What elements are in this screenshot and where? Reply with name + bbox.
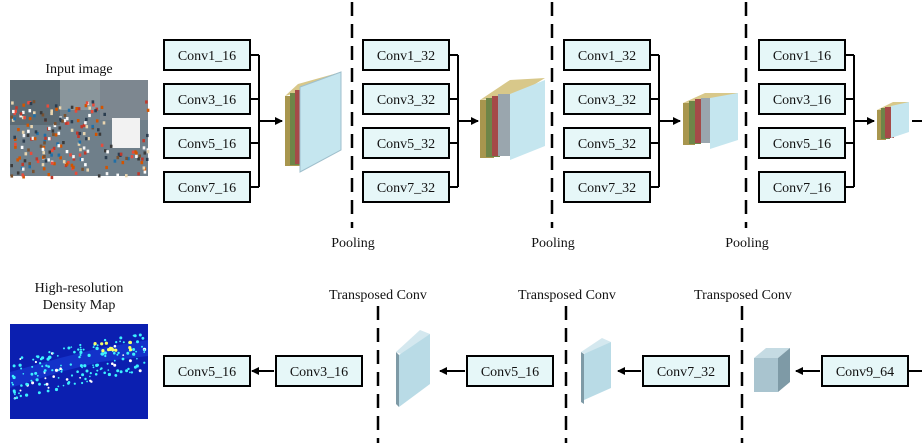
encoder-stage-1: Conv1_16 Conv3_16 Conv5_16 Conv7_16 bbox=[163, 39, 342, 203]
conv-box-stage1-3: Conv5_16 bbox=[163, 127, 251, 159]
conv-box-stage1-2: Conv3_16 bbox=[163, 83, 251, 115]
density-map-image bbox=[10, 324, 148, 419]
conv-box-stage3-3: Conv5_32 bbox=[563, 127, 651, 159]
transposed-label-1: Transposed Conv bbox=[329, 288, 427, 303]
conv-box-stage3-2: Conv3_32 bbox=[563, 83, 651, 115]
encoder-stage-2: Conv1_32 Conv3_32 Conv5_32 Conv7_32 bbox=[362, 39, 545, 203]
conv-box-stage2-4: Conv7_32 bbox=[362, 171, 450, 203]
conv-label: Conv5_16 bbox=[773, 137, 831, 152]
merge-connector bbox=[650, 54, 660, 188]
conv-box-conv3-16: Conv3_16 bbox=[275, 355, 363, 387]
conv-label: Conv1_16 bbox=[178, 49, 236, 64]
merge-connector bbox=[250, 54, 260, 188]
feature-map-stack-1 bbox=[285, 71, 342, 173]
conv-box-stage4-3: Conv5_16 bbox=[758, 127, 846, 159]
conv-label: Conv7_32 bbox=[578, 181, 636, 196]
conv-box-stage2-2: Conv3_32 bbox=[362, 83, 450, 115]
conv-box-conv7-32: Conv7_32 bbox=[642, 355, 730, 387]
density-map-label-line2: Density Map bbox=[43, 298, 116, 313]
conv-box-stage4-4: Conv7_16 bbox=[758, 171, 846, 203]
conv-label: Conv3_16 bbox=[178, 93, 236, 108]
conv-label: Conv1_32 bbox=[377, 49, 435, 64]
transposed-label-2: Transposed Conv bbox=[518, 288, 616, 303]
conv-label: Conv7_32 bbox=[657, 365, 715, 380]
conv-label: Conv5_16 bbox=[481, 365, 539, 380]
conv-label: Conv3_16 bbox=[773, 93, 831, 108]
transposed-feature-block-3 bbox=[754, 348, 790, 392]
conv-box-conv5-16-final: Conv5_16 bbox=[163, 355, 251, 387]
conv-box-stage3-1: Conv1_32 bbox=[563, 39, 651, 71]
conv-label: Conv1_32 bbox=[578, 49, 636, 64]
conv-box-stage3-4: Conv7_32 bbox=[563, 171, 651, 203]
conv-box-stage1-4: Conv7_16 bbox=[163, 171, 251, 203]
feature-map-stack-3 bbox=[683, 93, 738, 149]
conv-label: Conv7_32 bbox=[377, 181, 435, 196]
pooling-label-3: Pooling bbox=[725, 236, 769, 251]
conv-box-conv5-16: Conv5_16 bbox=[466, 355, 554, 387]
transposed-feature-block-2 bbox=[581, 338, 611, 404]
conv-box-stage4-1: Conv1_16 bbox=[758, 39, 846, 71]
conv-box-stage1-1: Conv1_16 bbox=[163, 39, 251, 71]
conv-label: Conv5_16 bbox=[178, 365, 236, 380]
conv-box-stage2-3: Conv5_32 bbox=[362, 127, 450, 159]
merge-connector bbox=[449, 54, 459, 188]
conv-box-conv9-64: Conv9_64 bbox=[821, 355, 909, 387]
conv-label: Conv5_16 bbox=[178, 137, 236, 152]
merge-connector bbox=[845, 54, 855, 188]
feature-map-stack-4 bbox=[877, 102, 909, 140]
conv-label: Conv3_32 bbox=[578, 93, 636, 108]
input-crowd-image bbox=[10, 80, 150, 180]
conv-label: Conv5_32 bbox=[377, 137, 435, 152]
density-map-label-line1: High-resolution bbox=[35, 281, 124, 296]
conv-label: Conv1_16 bbox=[773, 49, 831, 64]
transposed-label-3: Transposed Conv bbox=[694, 288, 792, 303]
input-image-label: Input image bbox=[45, 62, 112, 77]
conv-box-stage2-1: Conv1_32 bbox=[362, 39, 450, 71]
pooling-label-2: Pooling bbox=[531, 236, 575, 251]
conv-label: Conv7_16 bbox=[178, 181, 236, 196]
transposed-feature-block-1 bbox=[396, 330, 430, 407]
pooling-label-1: Pooling bbox=[331, 236, 375, 251]
conv-label: Conv3_32 bbox=[377, 93, 435, 108]
conv-box-stage4-2: Conv3_16 bbox=[758, 83, 846, 115]
encoder-stage-3: Conv1_32 Conv3_32 Conv5_32 Conv7_32 bbox=[563, 39, 738, 203]
conv-label: Conv5_32 bbox=[578, 137, 636, 152]
conv-label: Conv3_16 bbox=[290, 365, 348, 380]
conv-label: Conv9_64 bbox=[836, 365, 894, 380]
feature-map-stack-2 bbox=[480, 78, 545, 160]
encoder-stage-4: Conv1_16 Conv3_16 Conv5_16 Conv7_16 bbox=[758, 39, 922, 203]
conv-label: Conv7_16 bbox=[773, 181, 831, 196]
